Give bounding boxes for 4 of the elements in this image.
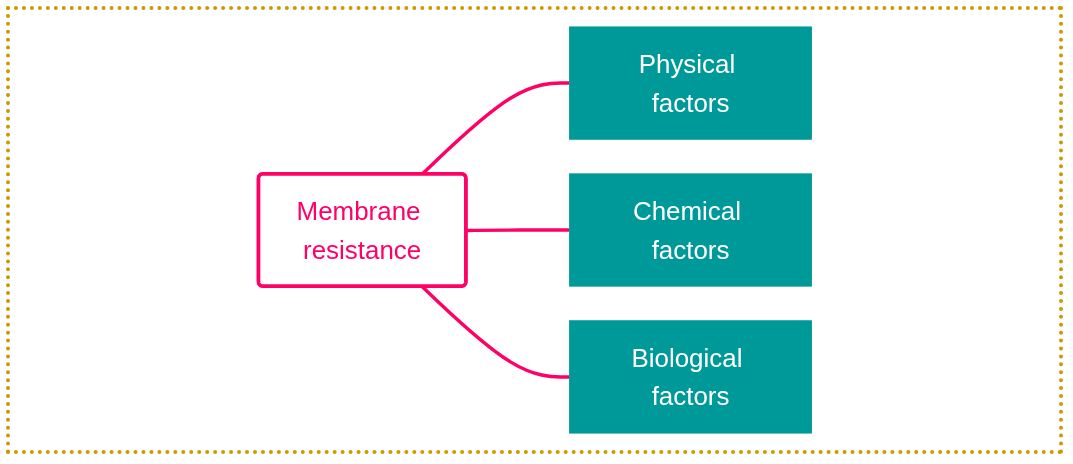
- dotted-frame: Membrane resistance Physical factors Chemical factors Biological factors: [6, 6, 1063, 454]
- node-box: [568, 320, 812, 434]
- node-box: [568, 173, 812, 287]
- node-box: [568, 26, 812, 140]
